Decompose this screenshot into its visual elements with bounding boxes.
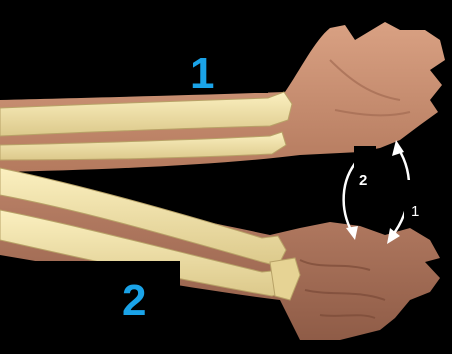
rotation-arrow-inner-label: 2 (359, 173, 367, 188)
label-box-top (110, 7, 268, 93)
rotation-arrow-outer-label: 1 (411, 204, 419, 219)
lower-arm-number: 2 (122, 279, 146, 323)
label-box-bottom (14, 261, 180, 349)
upper-arm-number: 1 (190, 52, 214, 96)
